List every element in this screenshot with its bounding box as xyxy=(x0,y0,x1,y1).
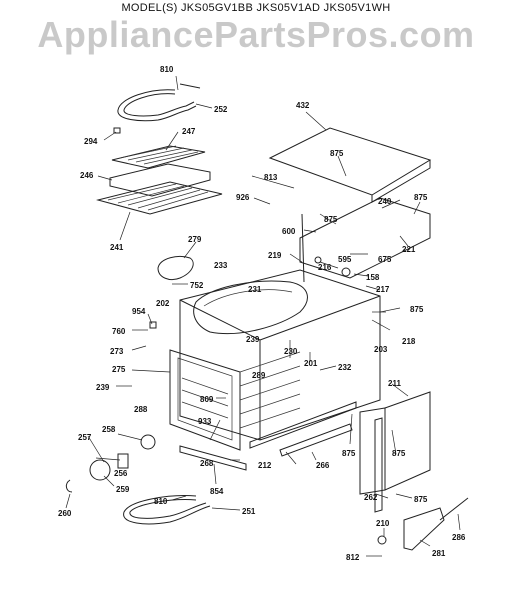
callout-218: 218 xyxy=(402,337,416,346)
callout-231: 231 xyxy=(248,285,262,294)
model-list: MODEL(S) JKS05GV1BB JKS05V1AD JKS05V1WH xyxy=(121,2,391,14)
callout-281: 281 xyxy=(432,549,446,558)
callout-219: 219 xyxy=(268,251,282,260)
callout-875-right-mid: 875 xyxy=(410,305,424,314)
callout-259: 259 xyxy=(116,485,130,494)
callout-258: 258 xyxy=(102,425,116,434)
callout-875-bottom-center: 875 xyxy=(342,449,356,458)
callout-247: 247 xyxy=(182,127,196,136)
bottom-trim-right xyxy=(279,423,353,457)
broil-pan xyxy=(109,163,211,197)
callout-232: 232 xyxy=(338,363,352,372)
wire-clip xyxy=(65,479,73,493)
callout-158: 158 xyxy=(366,273,380,282)
oven-insulation xyxy=(193,280,308,335)
callout-221: 221 xyxy=(402,245,416,254)
thermostat-knob xyxy=(89,459,111,481)
callout-252: 252 xyxy=(214,105,228,114)
side-trim xyxy=(374,417,383,513)
side-panel xyxy=(384,391,431,491)
callout-854: 854 xyxy=(210,487,224,496)
callout-212: 212 xyxy=(258,461,272,470)
oven-body xyxy=(169,269,381,451)
door-hinge xyxy=(403,507,445,551)
bake-element-bottom xyxy=(123,495,211,525)
callout-275: 275 xyxy=(112,365,126,374)
callout-595: 595 xyxy=(338,255,352,264)
clip-part xyxy=(113,127,121,134)
front-trim xyxy=(179,445,247,471)
callout-216: 216 xyxy=(318,263,332,272)
callout-202: 202 xyxy=(156,299,170,308)
hinge-spring xyxy=(439,497,469,521)
callout-926: 926 xyxy=(236,193,250,202)
callout-294: 294 xyxy=(84,137,98,146)
rear-duct xyxy=(299,197,431,279)
callout-812: 812 xyxy=(346,553,360,562)
callout-labels: 810 252 294 247 246 241 279 752 954 760 … xyxy=(58,65,466,562)
callout-241: 241 xyxy=(110,243,124,252)
callout-875-bottom-right: 875 xyxy=(414,495,428,504)
callout-239-left: 239 xyxy=(96,383,110,392)
bottom-trim-left xyxy=(249,401,357,449)
callout-246: 246 xyxy=(80,171,94,180)
callout-813: 813 xyxy=(264,173,278,182)
hinge-pin xyxy=(377,535,387,545)
callout-289: 289 xyxy=(252,371,266,380)
callout-257: 257 xyxy=(78,433,92,442)
callout-286: 286 xyxy=(452,533,466,542)
callout-217: 217 xyxy=(376,285,390,294)
callout-203: 203 xyxy=(374,345,388,354)
oven-sensor xyxy=(301,213,305,283)
callout-432: 432 xyxy=(296,101,310,110)
knob-shaft xyxy=(117,453,129,469)
callout-210: 210 xyxy=(376,519,390,528)
callout-933: 933 xyxy=(198,417,212,426)
callout-760: 760 xyxy=(112,327,126,336)
callout-240: 240 xyxy=(378,197,392,206)
callout-268: 268 xyxy=(200,459,214,468)
callout-273: 273 xyxy=(110,347,124,356)
callout-600: 600 xyxy=(282,227,296,236)
callout-266: 266 xyxy=(316,461,330,470)
knob-bezel xyxy=(140,434,156,450)
callout-954: 954 xyxy=(132,307,146,316)
broil-pan-grid xyxy=(111,145,206,169)
callout-279: 279 xyxy=(188,235,202,244)
callout-875-upper-center: 875 xyxy=(324,215,338,224)
callout-875-top: 875 xyxy=(330,149,344,158)
callout-262: 262 xyxy=(364,493,378,502)
callout-288: 288 xyxy=(134,405,148,414)
callout-233: 233 xyxy=(214,261,228,270)
callout-809: 809 xyxy=(200,395,214,404)
callout-752: 752 xyxy=(190,281,204,290)
callout-201: 201 xyxy=(304,359,318,368)
callout-810-top: 810 xyxy=(160,65,174,74)
callout-875-top-right: 875 xyxy=(414,193,428,202)
callout-211: 211 xyxy=(388,379,401,388)
callout-810-bottom: 810 xyxy=(154,497,168,506)
callout-239-center: 239 xyxy=(246,335,260,344)
oven-rack xyxy=(96,181,223,215)
bake-element-top xyxy=(117,83,201,122)
callout-875-right-lower: 875 xyxy=(392,449,406,458)
light-cover xyxy=(157,255,194,281)
callout-251: 251 xyxy=(242,507,256,516)
oven-top-panel xyxy=(268,127,432,196)
callout-675: 675 xyxy=(378,255,392,264)
callout-230: 230 xyxy=(284,347,298,356)
callout-260: 260 xyxy=(58,509,72,518)
callout-256: 256 xyxy=(114,469,128,478)
leader-lines xyxy=(65,75,461,557)
site-watermark: AppliancePartsPros.com xyxy=(37,14,475,55)
